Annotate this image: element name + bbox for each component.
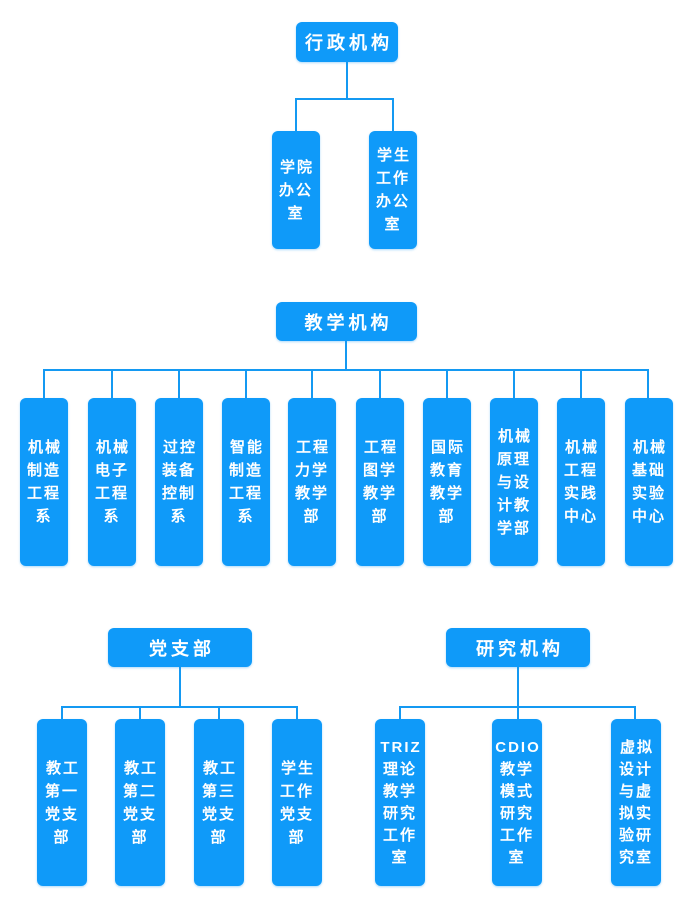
org-node-international-education-teaching-dept: 国际 教育 教学 部 (423, 398, 471, 566)
section-header-research-org: 研究机构 (446, 628, 590, 667)
connector-line (245, 369, 247, 398)
org-node-cdio-teaching-model-research-workshop: CDIO 教学 模式 研究 工作 室 (492, 719, 542, 886)
org-node-college-office: 学院 办公 室 (272, 131, 320, 249)
connector-line (647, 369, 649, 398)
connector-line (517, 667, 519, 706)
org-node-process-equipment-control-dept: 过控 装备 控制 系 (155, 398, 203, 566)
connector-line (218, 706, 220, 719)
org-node-mechanism-theory-design-teaching-dept: 机械 原理 与设 计教 学部 (490, 398, 538, 566)
connector-line (446, 369, 448, 398)
org-node-faculty-party-branch-3: 教工 第三 党支 部 (194, 719, 244, 886)
connector-line (295, 98, 297, 131)
org-node-triz-theory-teaching-research-workshop: TRIZ 理论 教学 研究 工作 室 (375, 719, 425, 886)
org-node-engineering-graphics-teaching-dept: 工程 图学 教学 部 (356, 398, 404, 566)
org-node-faculty-party-branch-2: 教工 第二 党支 部 (115, 719, 165, 886)
connector-line (580, 369, 582, 398)
connector-line (111, 369, 113, 398)
connector-line (178, 369, 180, 398)
section-header-administrative-org: 行政机构 (296, 22, 398, 62)
connector-line (179, 667, 181, 706)
connector-line (513, 369, 515, 398)
connector-line (43, 369, 649, 371)
org-node-student-affairs-office: 学生 工作 办公 室 (369, 131, 417, 249)
connector-line (43, 369, 45, 398)
connector-line (295, 98, 394, 100)
connector-line (634, 706, 636, 719)
connector-line (61, 706, 298, 708)
org-node-mechanical-manufacturing-engineering-dept: 机械 制造 工程 系 (20, 398, 68, 566)
connector-line (311, 369, 313, 398)
connector-line (61, 706, 63, 719)
org-node-mechanical-engineering-practice-center: 机械 工程 实践 中心 (557, 398, 605, 566)
connector-line (346, 62, 348, 98)
org-node-virtual-design-virtual-experiment-lab: 虚拟 设计 与虚 拟实 验研 究室 (611, 719, 661, 886)
connector-line (139, 706, 141, 719)
org-node-faculty-party-branch-1: 教工 第一 党支 部 (37, 719, 87, 886)
connector-line (379, 369, 381, 398)
connector-line (517, 706, 519, 719)
connector-line (399, 706, 401, 719)
connector-line (345, 341, 347, 369)
connector-line (392, 98, 394, 131)
section-header-teaching-org: 教学机构 (276, 302, 417, 341)
org-node-intelligent-manufacturing-engineering-dept: 智能 制造 工程 系 (222, 398, 270, 566)
connector-line (296, 706, 298, 719)
org-node-engineering-mechanics-teaching-dept: 工程 力学 教学 部 (288, 398, 336, 566)
org-node-student-affairs-party-branch: 学生 工作 党支 部 (272, 719, 322, 886)
org-node-mechatronics-engineering-dept: 机械 电子 工程 系 (88, 398, 136, 566)
org-node-mechanical-foundation-lab-center: 机械 基础 实验 中心 (625, 398, 673, 566)
section-header-party-branch: 党支部 (108, 628, 252, 667)
